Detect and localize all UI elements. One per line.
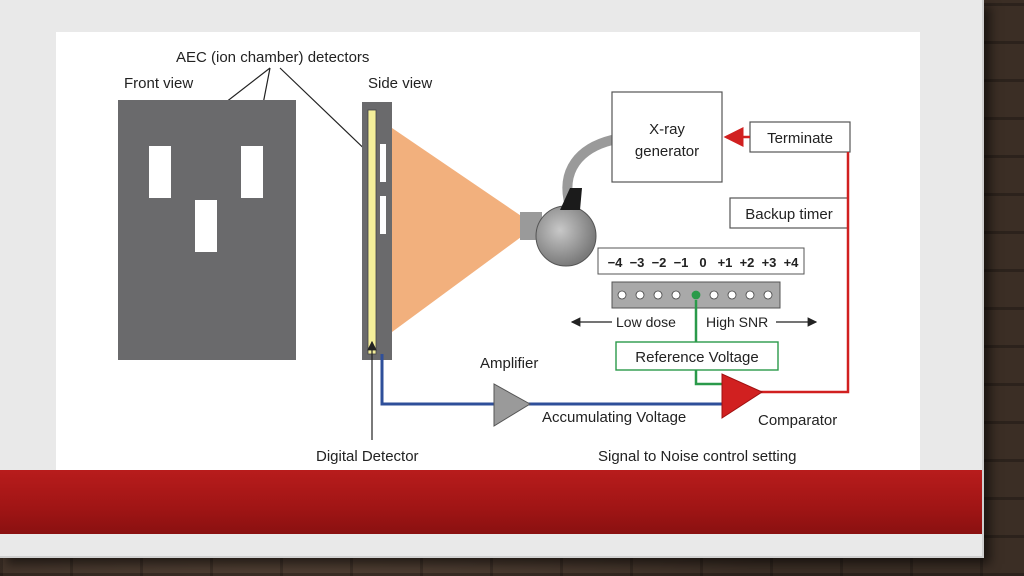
xray-generator-box bbox=[611, 91, 723, 183]
snr-setting-label: Signal to Noise control setting bbox=[598, 448, 796, 465]
backup-timer-label: Backup timer bbox=[745, 206, 833, 223]
accumulating-voltage-label: Accumulating Voltage bbox=[542, 409, 686, 426]
scale-tick: −3 bbox=[630, 255, 645, 270]
snr-scale-numbers: −4 −3 −2 −1 0 +1 +2 +3 +4 bbox=[608, 255, 800, 270]
digital-detector-label: Digital Detector bbox=[316, 448, 419, 465]
side-view-detector bbox=[362, 102, 392, 360]
aec-diagram: AEC (ion chamber) detectors Front view S… bbox=[118, 49, 851, 465]
side-chamber-2 bbox=[380, 196, 386, 234]
high-snr-label: High SNR bbox=[706, 314, 768, 330]
comparator-label: Comparator bbox=[758, 412, 837, 429]
reference-line bbox=[694, 370, 722, 386]
snr-scale-box bbox=[597, 247, 805, 275]
scale-tick: −2 bbox=[652, 255, 667, 270]
aec-pointer-3 bbox=[279, 67, 377, 161]
detector-signal-line bbox=[380, 354, 496, 406]
side-chamber-1 bbox=[380, 144, 386, 182]
comparator-symbol bbox=[721, 373, 764, 419]
scale-tick: −4 bbox=[608, 255, 624, 270]
backup-timer-box bbox=[729, 197, 849, 229]
scale-tick: +4 bbox=[784, 255, 800, 270]
amplifier-label: Amplifier bbox=[480, 355, 538, 372]
low-dose-label: Low dose bbox=[616, 314, 676, 330]
selector-dots bbox=[617, 290, 773, 300]
front-view-label: Front view bbox=[124, 75, 193, 92]
xray-beam bbox=[392, 128, 536, 332]
xray-tube bbox=[535, 205, 597, 267]
side-view-label: Side view bbox=[368, 75, 432, 92]
tube-cable-connector bbox=[560, 188, 582, 210]
scale-tick: +3 bbox=[762, 255, 777, 270]
xray-generator-label-2: generator bbox=[635, 143, 699, 160]
slide-footer-band bbox=[0, 470, 982, 534]
feedback-line bbox=[733, 152, 850, 394]
aec-chamber-center bbox=[195, 200, 217, 252]
slide: AEC (ion chamber) detectors Front view S… bbox=[0, 0, 984, 558]
scale-tick: +1 bbox=[718, 255, 733, 270]
scale-tick: −1 bbox=[674, 255, 689, 270]
terminate-label: Terminate bbox=[767, 130, 833, 147]
reference-voltage-box bbox=[615, 341, 779, 371]
digital-detector-layer bbox=[367, 109, 377, 355]
aec-label: AEC (ion chamber) detectors bbox=[176, 49, 369, 66]
reference-voltage-label: Reference Voltage bbox=[635, 349, 758, 366]
aec-chamber-right bbox=[241, 146, 263, 198]
aec-chamber-left bbox=[149, 146, 171, 198]
xray-generator-label-1: X-ray bbox=[649, 121, 685, 138]
terminate-box bbox=[749, 121, 851, 153]
amplifier-symbol bbox=[493, 383, 531, 427]
scale-tick: 0 bbox=[699, 255, 706, 270]
scale-tick: +2 bbox=[740, 255, 755, 270]
